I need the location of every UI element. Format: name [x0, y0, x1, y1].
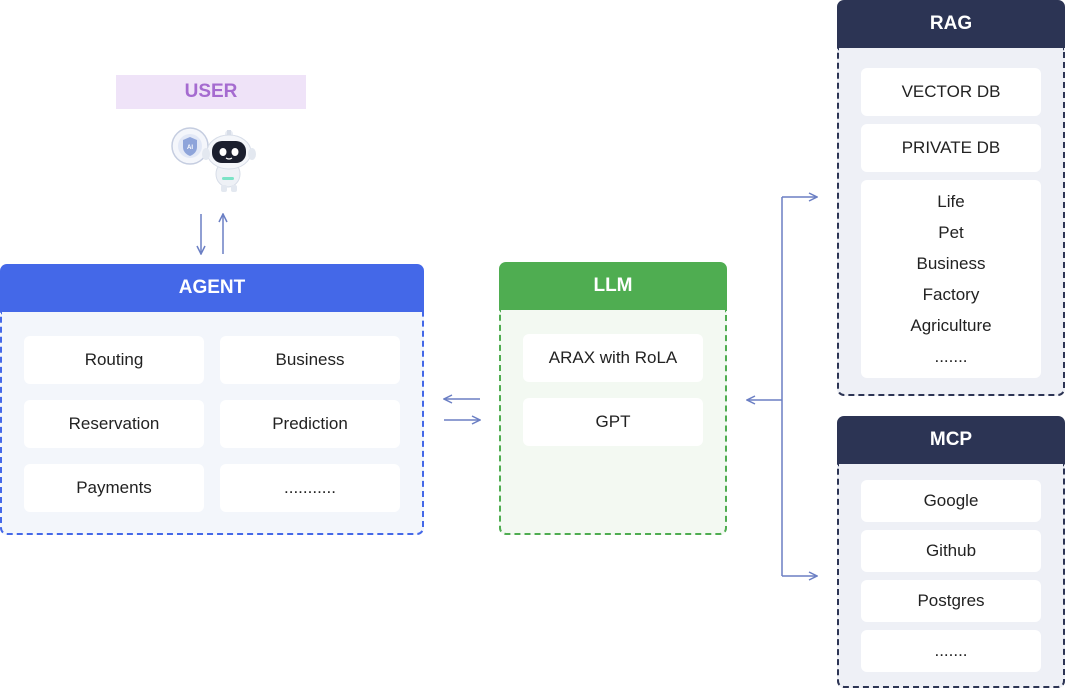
rag-item-private-db: PRIVATE DB — [861, 124, 1041, 172]
rag-domain-pet: Pet — [938, 223, 964, 242]
ai-shield-icon: AI — [171, 127, 209, 165]
mcp-item-postgres: Postgres — [861, 580, 1041, 622]
agent-header: AGENT — [0, 264, 424, 312]
svg-text:AI: AI — [187, 145, 193, 151]
agent-item-prediction: Prediction — [220, 400, 400, 448]
rag-domain-more: ....... — [934, 347, 968, 366]
user-label: USER — [116, 75, 306, 109]
rag-domain-agriculture: Agriculture — [910, 316, 992, 335]
agent-item-routing: Routing — [24, 336, 204, 384]
rag-domain-life: Life — [937, 192, 965, 211]
rag-domain-list: Life Pet Business Factory Agriculture ..… — [861, 180, 1041, 378]
rag-item-vector-db: VECTOR DB — [861, 68, 1041, 116]
agent-item-business: Business — [220, 336, 400, 384]
agent-item-reservation: Reservation — [24, 400, 204, 448]
mcp-item-more: ....... — [861, 630, 1041, 672]
llm-item-arax: ARAX with RoLA — [523, 334, 703, 382]
rag-domain-factory: Factory — [922, 285, 980, 304]
agent-item-more: ........... — [220, 464, 400, 512]
mcp-header: MCP — [837, 416, 1065, 464]
robot-icon: AI — [171, 127, 256, 192]
agent-item-payments: Payments — [24, 464, 204, 512]
rag-domain-business: Business — [916, 254, 986, 273]
mcp-item-google: Google — [861, 480, 1041, 522]
mcp-item-github: Github — [861, 530, 1041, 572]
rag-header: RAG — [837, 0, 1065, 48]
llm-item-gpt: GPT — [523, 398, 703, 446]
llm-header: LLM — [499, 262, 727, 310]
